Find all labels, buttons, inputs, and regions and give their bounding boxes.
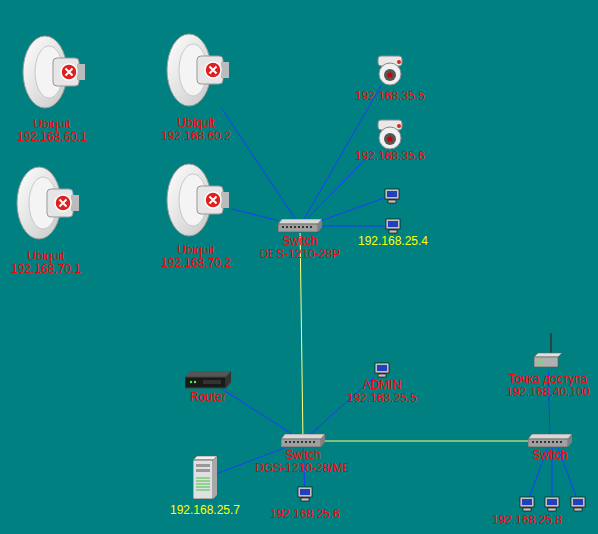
device-label-text: DES-1210-28P [260, 248, 341, 261]
device-label: SwitchDGS-1210-28/ME [255, 449, 350, 475]
network-link [322, 226, 385, 227]
device-label-text: 192.168.60.1 [17, 131, 87, 144]
access-point-icon [534, 333, 562, 367]
pc-icon [571, 497, 585, 511]
device-node: 192.168.35.6 [374, 118, 406, 150]
device-label: 192.168.35.6 [355, 150, 425, 163]
device-node: 192.168.25.6 [297, 486, 313, 502]
device-label-text: 192.168.25.5 [347, 392, 417, 405]
switch-icon [528, 434, 572, 447]
device-label: ADMIN192.168.25.5 [347, 379, 417, 405]
device-node: Ubiquit192.168.60.1 [17, 34, 87, 110]
device-node: Ubiquit192.168.70.2 [161, 162, 231, 238]
device-label: 192.168.35.5 [355, 90, 425, 103]
device-label: SwitchDES-1210-28P [260, 235, 341, 261]
device-label-text: 192.168.70.1 [11, 263, 81, 276]
device-label-text: Ubiquit [161, 244, 231, 257]
device-node: Switch [528, 434, 572, 448]
network-link [300, 233, 303, 434]
dish-antenna-icon [167, 34, 229, 106]
pc-icon [545, 497, 559, 511]
device-label-text: Точка доступа [506, 373, 589, 386]
device-label: Ubiquit192.168.70.2 [161, 244, 231, 270]
device-label: 192.168.25.7 [170, 504, 240, 517]
device-label: 192.168.25.4 [358, 235, 428, 248]
dish-antenna-icon [23, 36, 85, 108]
switch-icon [278, 219, 322, 232]
router-icon [185, 371, 231, 388]
dish-antenna-icon [167, 164, 229, 236]
device-node: Точка доступа192.168.40.100 [534, 333, 562, 371]
device-label-text: 192.168.35.5 [355, 90, 425, 103]
device-label: 192.168.25.6 [270, 508, 340, 521]
device-label: Router [190, 391, 226, 404]
network-link [325, 441, 528, 442]
pc-icon [375, 363, 389, 377]
device-label-text: Ubiquit [11, 250, 81, 263]
device-label: Ubiquit192.168.60.1 [17, 118, 87, 144]
device-label-text: Router [190, 391, 226, 404]
device-label-text: ADMIN [347, 379, 417, 392]
device-label: Switch [532, 449, 567, 462]
server-icon [193, 456, 217, 499]
device-node: 192.168.25.8 [519, 496, 535, 512]
network-link [231, 209, 278, 221]
device-label-text: Ubiquit [17, 118, 87, 131]
device-label-text: Switch [255, 449, 350, 462]
device-label-text: Ubiquit [161, 117, 231, 130]
device-label-text: 192.168.25.7 [170, 504, 240, 517]
network-link [222, 389, 292, 434]
device-label: Ubiquit192.168.60.2 [161, 117, 231, 143]
device-node: 192.168.35.5 [374, 54, 406, 86]
device-label-text: 192.168.25.8 [492, 514, 562, 527]
device-node: 192.168.25.7 [193, 456, 217, 500]
device-label-text: 192.168.40.100 [506, 386, 589, 399]
device-label: Ubiquit192.168.70.1 [11, 250, 81, 276]
camera-icon [378, 56, 402, 85]
network-wire [320, 198, 384, 221]
device-node: SwitchDES-1210-28P [278, 219, 322, 233]
dish-antenna-icon [17, 167, 79, 239]
device-label-text: 192.168.25.4 [358, 235, 428, 248]
device-node: 192.168.25.4 [385, 218, 401, 234]
switch-icon [281, 434, 325, 447]
device-label: Точка доступа192.168.40.100 [506, 373, 589, 399]
pc-icon [298, 487, 312, 501]
device-node: Ubiquit192.168.60.2 [161, 32, 231, 108]
device-label-text: 192.168.25.6 [270, 508, 340, 521]
device-node: Router [185, 371, 231, 389]
pc-icon [385, 189, 399, 203]
camera-icon [378, 120, 402, 149]
device-label-text: 192.168.70.2 [161, 257, 231, 270]
device-label-text: 192.168.60.2 [161, 130, 231, 143]
device-label-text: Switch [260, 235, 341, 248]
device-node: Ubiquit192.168.70.1 [11, 165, 81, 241]
device-label: 192.168.25.8 [492, 514, 562, 527]
device-label-text: DGS-1210-28/ME [255, 462, 350, 475]
device-label-text: Switch [532, 449, 567, 462]
device-node: ADMIN192.168.25.5 [374, 362, 390, 378]
pc-icon [520, 497, 534, 511]
network-link [221, 108, 295, 219]
device-node: SwitchDGS-1210-28/ME [281, 434, 325, 448]
device-label-text: 192.168.35.6 [355, 150, 425, 163]
pc-icon [386, 219, 400, 233]
